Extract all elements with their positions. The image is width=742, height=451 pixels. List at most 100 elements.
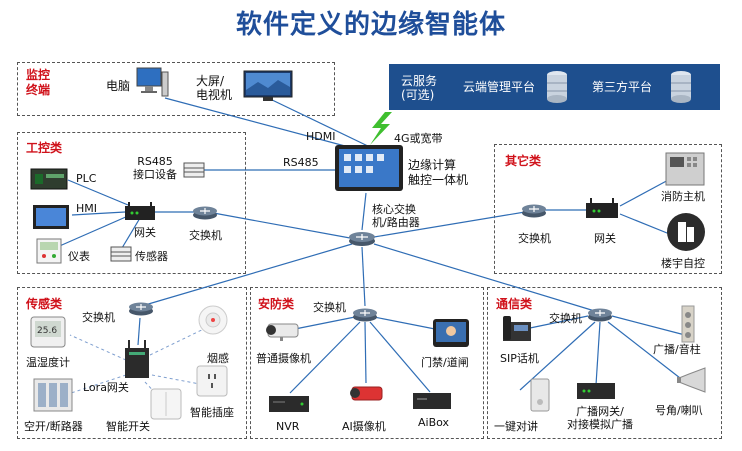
- lora-gateway-label: Lora网关: [83, 381, 129, 394]
- link-swsec-cam: [289, 316, 356, 331]
- link-ind-meter: [54, 215, 129, 249]
- intercom-icon: [530, 378, 550, 412]
- breaker-label: 空开/断路器: [24, 420, 83, 433]
- comm-switch-icon: [588, 308, 612, 322]
- group-title-sensor: 传感类: [26, 297, 63, 311]
- sensor-group-box: [17, 287, 247, 439]
- pc-icon: [136, 67, 169, 97]
- cloud-third-label: 第三方平台: [592, 80, 653, 94]
- horn-label: 号角/喇叭: [655, 404, 703, 417]
- industrial-switch-label: 交换机: [189, 229, 222, 242]
- plc-label: PLC: [76, 172, 97, 185]
- core-switch-icon: [349, 232, 375, 246]
- nvr-icon: [269, 396, 309, 412]
- other-gateway-icon: [586, 198, 618, 218]
- camera-label: 普通摄像机: [256, 352, 311, 365]
- thermometer-label: 温湿度计: [26, 356, 70, 369]
- ai-camera-icon: [350, 386, 383, 401]
- link-swsec-aibox: [369, 321, 431, 393]
- nvr-label: NVR: [276, 420, 300, 433]
- sensor-switch-icon: [129, 302, 153, 316]
- group-title-monitor: 监控 终端: [26, 68, 51, 97]
- cloud-banner: 云服务 (可选) 云端管理平台 第三方平台: [389, 64, 720, 110]
- cloud-mgmt-server-icon: [547, 71, 567, 103]
- fire-host-icon: [665, 152, 705, 186]
- security-switch-label: 交换机: [313, 301, 346, 314]
- link-tv-edge: [267, 97, 373, 149]
- other-group-box: [494, 144, 722, 274]
- smart-switch-label: 智能开关: [106, 420, 150, 433]
- link-swsec-aicam: [364, 321, 367, 384]
- link-swcomm-bgw: [595, 321, 601, 386]
- wireless-bolt-icon: [370, 112, 392, 145]
- tv-label: 大屏/ 电视机: [196, 74, 233, 102]
- sensor-device-label: 传感器: [135, 250, 168, 263]
- sensor-switch-label: 交换机: [82, 311, 115, 324]
- industrial-group-box: [17, 132, 246, 274]
- comm-switch-label: 交换机: [549, 312, 582, 325]
- sensor-device-icon: [110, 246, 132, 262]
- aibox-icon: [413, 393, 451, 409]
- thermometer-icon: 25.6: [30, 316, 66, 348]
- aibox-label: AiBox: [418, 416, 450, 429]
- security-switch-icon: [353, 308, 377, 322]
- fire-host-label: 消防主机: [661, 190, 705, 203]
- link-swsec-access: [373, 316, 441, 331]
- group-title-industrial: 工控类: [26, 141, 63, 155]
- smart-socket-label: 智能插座: [190, 406, 234, 419]
- sip-phone-label: SIP话机: [500, 352, 539, 365]
- industrial-switch-icon: [193, 206, 217, 220]
- link-swsec-nvr: [289, 321, 361, 394]
- industrial-gateway-icon: [125, 202, 155, 220]
- net-label: 4G或宽带: [394, 132, 443, 145]
- cloud-service-label: 云服务 (可选): [401, 74, 438, 102]
- plc-icon: [30, 168, 68, 190]
- radio-lora-thermo: [69, 334, 127, 361]
- other-switch-icon: [522, 204, 546, 218]
- hmi-label: HMI: [76, 202, 98, 215]
- breaker-icon: [33, 378, 73, 412]
- security-group-box: [250, 287, 484, 439]
- core-label: 核心交换 机/路由器: [372, 203, 420, 229]
- link-swsensor-lora: [137, 317, 141, 346]
- group-title-comm: 通信类: [496, 297, 533, 311]
- third-party-server-icon: [671, 71, 691, 103]
- link-swcomm-bcast: [611, 315, 686, 336]
- link-core-swsec: [361, 246, 366, 307]
- ai-camera-label: AI摄像机: [342, 420, 386, 433]
- speaker-column-icon: [681, 305, 695, 343]
- link-swind-core: [207, 211, 351, 239]
- edge-computer-icon: [335, 145, 403, 191]
- industrial-gateway-label: 网关: [134, 226, 156, 239]
- svg-text:25.6: 25.6: [37, 326, 57, 336]
- link-core-swsensor: [144, 243, 353, 306]
- hdmi-label: HDMI: [306, 130, 336, 143]
- meter-icon: [36, 238, 62, 264]
- lora-gateway-icon: [125, 340, 149, 378]
- monitor-group-box: [17, 62, 335, 116]
- smoke-detector-label: 烟感: [207, 352, 229, 365]
- edge-label: 边缘计算 触控一体机: [408, 158, 469, 187]
- link-core-swother: [373, 211, 526, 238]
- pc-label: 电脑: [106, 79, 131, 93]
- cloud-mgmt-label: 云端管理平台: [463, 80, 536, 94]
- access-control-label: 门禁/道闸: [421, 356, 469, 369]
- link-gwother-fire: [619, 177, 673, 207]
- other-gateway-label: 网关: [594, 232, 616, 245]
- tv-icon: [243, 70, 293, 101]
- comm-group-box: [487, 287, 722, 439]
- link-gwother-bldg: [619, 213, 673, 236]
- camera-icon: [266, 323, 299, 341]
- hmi-icon: [33, 205, 69, 229]
- horn-icon: [677, 367, 706, 393]
- smart-switch-icon: [150, 388, 182, 420]
- building-control-icon: [667, 213, 705, 251]
- building-control-label: 楼宇自控: [661, 257, 705, 270]
- group-title-security: 安防类: [258, 297, 295, 311]
- link-core-swcomm: [373, 243, 599, 313]
- radio-lora-breaker: [64, 374, 127, 396]
- other-switch-label: 交换机: [518, 232, 551, 245]
- link-ind-plc: [67, 179, 129, 206]
- broadcast-gateway-icon: [577, 383, 615, 399]
- speaker-column-label: 广播/音柱: [653, 343, 701, 356]
